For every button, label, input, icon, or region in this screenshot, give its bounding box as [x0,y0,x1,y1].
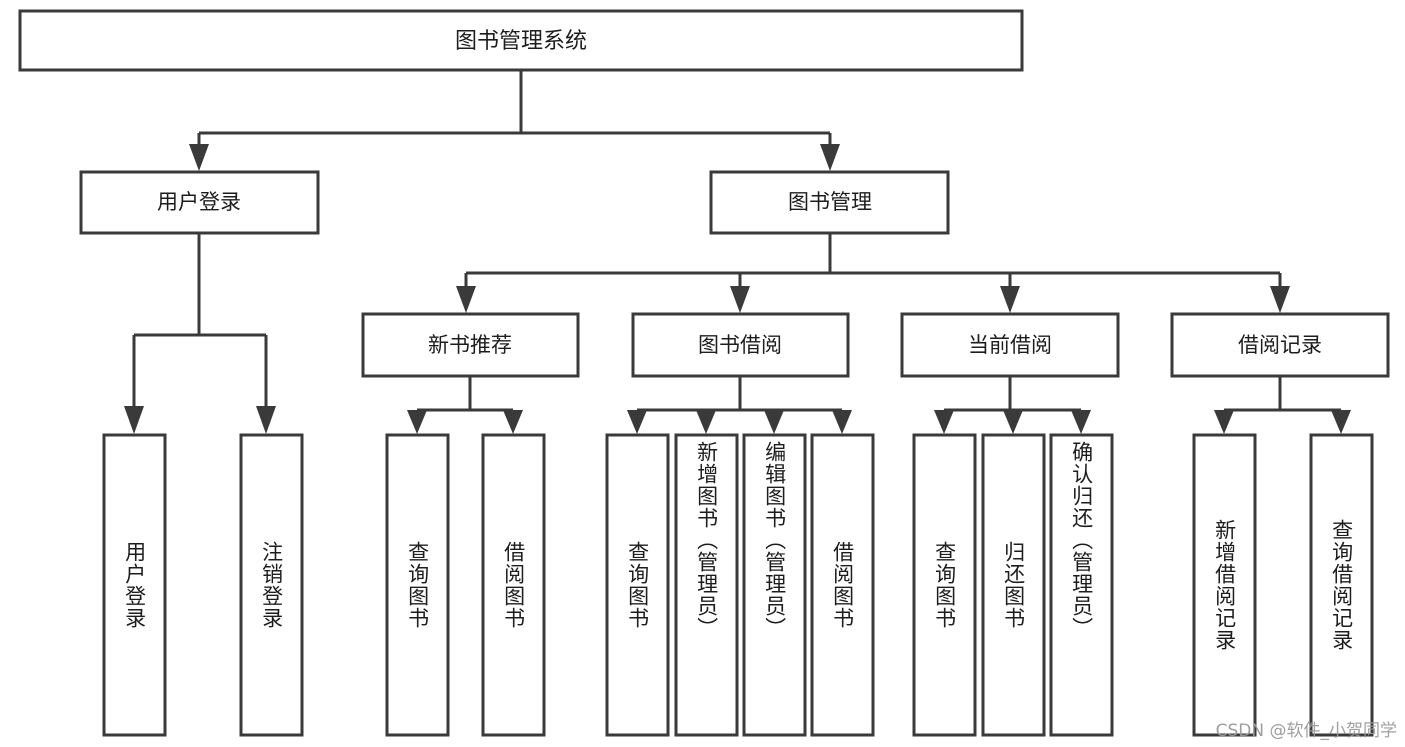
leaf-box-book-borrow-0[interactable] [605,433,670,737]
node-book-management[interactable]: 图书管理 [709,170,950,235]
leaf-box-book-borrow-3[interactable] [810,433,875,737]
node-root-system-label: 图书管理系统 [455,29,587,54]
leaf-box-new-book-0[interactable] [385,433,450,737]
node-current-borrow-box[interactable] [900,312,1120,378]
node-borrow-record-label: 借阅记录 [1238,333,1322,357]
leaf-box-book-borrow-2[interactable] [742,433,807,737]
node-book-borrow[interactable]: 图书借阅 [631,312,850,378]
connector-group-book-management [456,233,1290,313]
arrow-head-root-to-login [189,144,209,171]
connector-group-root [189,70,840,171]
node-new-book-recommend-label: 新书推荐 [428,333,512,357]
connector-group-user-login [124,233,276,434]
leaf-box-current-borrow-2[interactable] [1049,433,1114,737]
node-user-login-box[interactable] [79,170,320,235]
leaf-box-borrow-record-0[interactable] [1192,433,1257,737]
node-user-login[interactable]: 用户登录 [79,170,320,235]
arrow-head-bookmgmt-to-borrow [730,286,750,313]
arrow-head-current-leaf1 [934,410,954,434]
arrow-head-borrow-leaf1 [627,410,647,434]
arrow-head-newbook-leaf2 [503,410,523,434]
node-new-book-recommend-box[interactable] [361,312,580,378]
arrow-head-bookmgmt-to-newbook [456,286,476,313]
node-borrow-record-box[interactable] [1170,312,1390,378]
connector-group-new-book [407,376,523,434]
arrow-head-borrow-leaf4 [832,410,852,434]
node-borrow-record[interactable]: 借阅记录 [1170,312,1390,378]
arrow-head-record-leaf1 [1214,410,1234,434]
arrow-head-bookmgmt-to-current [1000,286,1020,313]
leaf-box-user-login-1[interactable] [239,433,304,737]
arrow-head-bookmgmt-to-record [1270,286,1290,313]
connector-group-current-borrow [934,376,1091,434]
leaf-box-current-borrow-0[interactable] [912,433,977,737]
arrow-head-borrow-leaf2 [696,410,716,434]
node-book-management-label: 图书管理 [788,190,872,214]
node-book-borrow-label: 图书借阅 [698,333,782,357]
node-book-borrow-box[interactable] [631,312,850,378]
node-root-system-box[interactable] [18,9,1024,72]
node-book-management-box[interactable] [709,170,950,235]
arrow-head-current-leaf2 [1003,410,1023,434]
node-user-login-label: 用户登录 [157,190,241,214]
connector-group-borrow-record [1214,376,1351,434]
leaf-box-current-borrow-1[interactable] [981,433,1046,737]
arrow-head-borrow-leaf3 [764,410,784,434]
leaf-box-new-book-1[interactable] [481,433,546,737]
connector-group-book-borrow [627,376,852,434]
leaf-box-borrow-record-1[interactable] [1309,433,1374,737]
node-root-system[interactable]: 图书管理系统 [18,9,1024,72]
node-current-borrow[interactable]: 当前借阅 [900,312,1120,378]
arrow-head-root-to-bookmgmt [820,144,840,171]
arrow-head-newbook-leaf1 [407,410,427,434]
node-new-book-recommend[interactable]: 新书推荐 [361,312,580,378]
arrow-head-login-leaf2 [256,406,276,434]
arrow-head-login-leaf1 [124,406,144,434]
leaf-box-user-login-0[interactable] [102,433,167,737]
arrow-head-record-leaf2 [1331,410,1351,434]
leaf-box-book-borrow-1[interactable] [674,433,739,737]
node-current-borrow-label: 当前借阅 [968,333,1052,357]
arrow-head-current-leaf3 [1071,410,1091,434]
